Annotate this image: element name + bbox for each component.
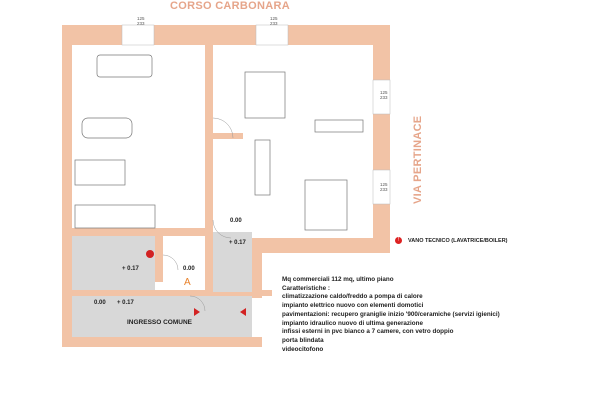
door-swings bbox=[162, 117, 234, 312]
left-wall bbox=[62, 25, 72, 347]
ingresso-label: INGRESSO COMUNE bbox=[127, 319, 193, 326]
wall-ingresso-top bbox=[62, 290, 272, 296]
wall-kitchen-bottom bbox=[72, 228, 207, 236]
bottom-left-wall bbox=[62, 337, 262, 347]
features-list: Mq commerciali 112 mq, ultimo piano Cara… bbox=[282, 276, 552, 354]
kitchen-counter bbox=[74, 204, 156, 229]
level-landing-left: 0.00 bbox=[94, 300, 106, 306]
ingresso-floor bbox=[72, 296, 252, 337]
wall-hall bbox=[205, 240, 213, 295]
bathroom-left bbox=[72, 236, 155, 290]
armchair bbox=[81, 117, 133, 139]
level-bath-right: + 0.17 bbox=[229, 240, 246, 246]
closet bbox=[254, 139, 271, 196]
feature-line: Caratteristiche : bbox=[282, 284, 330, 292]
wall-room-divider bbox=[213, 133, 243, 139]
alert-icon: ! bbox=[395, 237, 402, 244]
feature-line: Mq commerciali 112 mq, ultimo piano bbox=[282, 276, 394, 283]
bed-bottom bbox=[304, 179, 348, 231]
level-hall-right: 0.00 bbox=[230, 218, 242, 224]
sofa bbox=[96, 54, 153, 78]
window-dim-right-upper: 125 233 bbox=[380, 90, 388, 100]
alert-icon-kitchen bbox=[146, 250, 154, 258]
windows bbox=[121, 24, 391, 205]
wall-bath2-right bbox=[252, 253, 262, 298]
legend-text: VANO TECNICO (LAVATRICE/BOILER) bbox=[408, 237, 508, 244]
feature-line: infissi esterni in pvc bianco a 7 camere… bbox=[282, 328, 454, 336]
window-dim-right-lower: 125 233 bbox=[380, 182, 388, 192]
bottom-right-wall bbox=[212, 238, 390, 253]
feature-line: pavimentazioni: recupero graniglie inizi… bbox=[282, 310, 500, 318]
bathroom-right bbox=[213, 232, 252, 292]
feature-line: impianto elettrico nuovo con elementi do… bbox=[282, 302, 424, 310]
wardrobe bbox=[314, 119, 364, 133]
street-label-right: VIA PERTINACE bbox=[412, 115, 424, 204]
right-wall bbox=[373, 25, 390, 253]
window-right-lower bbox=[372, 169, 391, 205]
door-bedroom-2 bbox=[212, 219, 232, 239]
window-dim-top-left: 125 233 bbox=[137, 16, 145, 26]
top-wall bbox=[62, 25, 390, 45]
alert-markers bbox=[146, 250, 246, 316]
door-main bbox=[189, 295, 206, 312]
feature-line: videocitofono bbox=[282, 345, 324, 353]
bed-top bbox=[244, 71, 286, 119]
window-dim-top-right: 125 233 bbox=[270, 16, 278, 26]
window-top-right bbox=[255, 24, 289, 46]
wall-bath-right bbox=[155, 236, 163, 282]
alert-arrow-right bbox=[240, 308, 246, 316]
level-entrance: 0.00 bbox=[183, 266, 195, 272]
interior-walls bbox=[62, 45, 272, 298]
feature-line: climatizzazione caldo/freddo a pompa di … bbox=[282, 293, 423, 301]
window-top-left bbox=[121, 24, 155, 46]
level-bath-left: + 0.17 bbox=[122, 266, 139, 272]
feature-line: porta blindata bbox=[282, 336, 324, 344]
legend: ! VANO TECNICO (LAVATRICE/BOILER) bbox=[395, 237, 508, 244]
window-right-upper bbox=[372, 79, 391, 115]
door-bath-left bbox=[162, 254, 179, 271]
table bbox=[74, 159, 126, 186]
alert-arrow-left bbox=[194, 308, 200, 316]
street-label-top: CORSO CARBONARA bbox=[170, 0, 290, 12]
feature-line: impianto idraulico nuovo di ultima gener… bbox=[282, 319, 423, 327]
door-bedroom-1 bbox=[212, 117, 234, 139]
wall-center bbox=[205, 45, 213, 240]
tiled-areas bbox=[72, 232, 252, 337]
furniture bbox=[74, 54, 364, 231]
level-landing-plus: + 0.17 bbox=[117, 300, 134, 306]
entrance-marker: A bbox=[184, 277, 191, 288]
